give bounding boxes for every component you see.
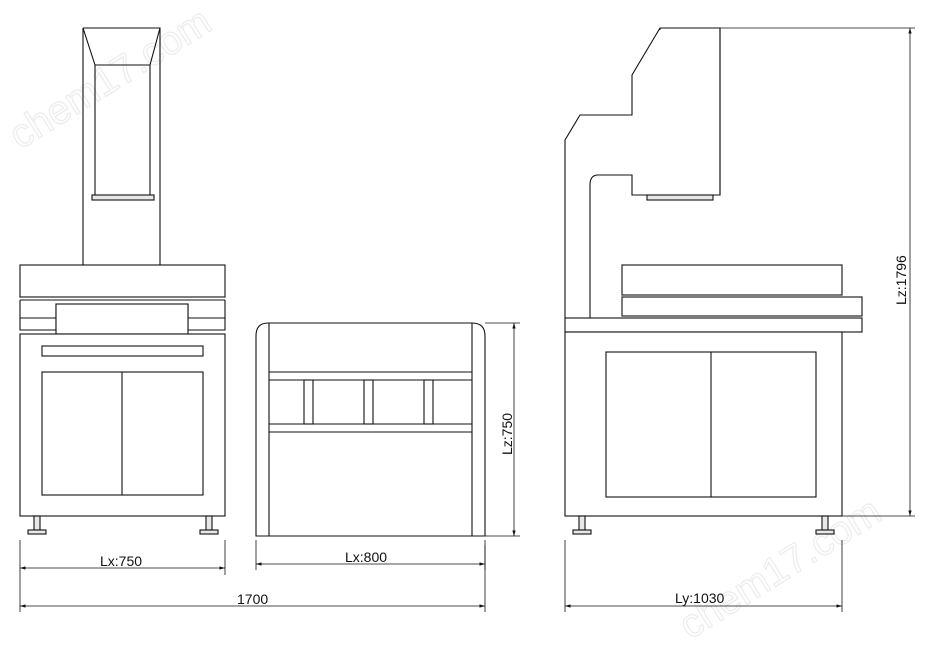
side-view [564,27,863,535]
dim-side-depth: Ly:1030 [564,540,843,612]
label-mid-height: Lz:750 [499,413,515,455]
front-view [19,27,226,535]
middle-view [255,322,486,537]
label-mid-width: Lx:800 [345,549,387,565]
label-side-depth: Ly:1030 [675,590,725,606]
label-total-length: 1700 [237,591,268,607]
dim-mid-height: Lz:750 [485,322,520,537]
dim-total-length: 1700 [19,545,486,612]
label-total-height: Lz:1796 [893,255,909,305]
dim-total-height: Lz:1796 [720,27,915,517]
watermark-top-left: chem17.com [1,0,219,158]
label-front-width: Lx:750 [100,553,142,569]
dim-front-width: Lx:750 [19,540,226,575]
dim-mid-width: Lx:800 [255,540,486,570]
